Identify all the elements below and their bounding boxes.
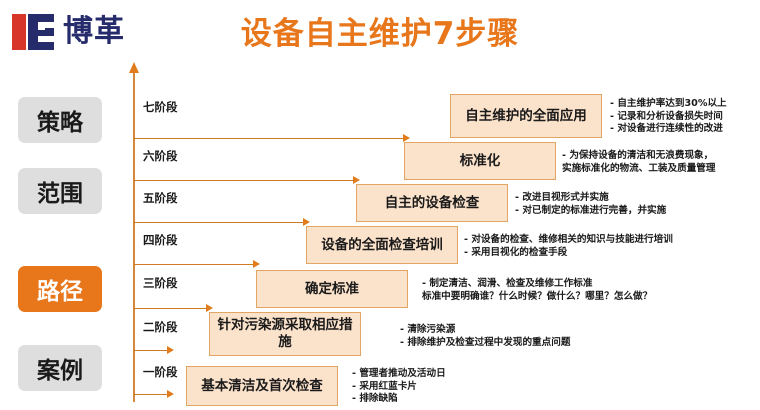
- logo-wordmark: 博革: [63, 14, 125, 49]
- boge-logo: 博革: [8, 10, 158, 54]
- stage-rung-4: [133, 264, 255, 265]
- step-note-5-1: - 改进目视形式并实施: [515, 192, 609, 203]
- stage-rung-arrow-7: [403, 133, 410, 142]
- step-box-1[interactable]: 基本清洁及首次检查: [186, 366, 338, 406]
- sidebar-item-label: 策略: [37, 110, 83, 136]
- step-title-6: 标准化: [459, 152, 501, 169]
- stage-label-5: 五阶段: [143, 191, 178, 205]
- step-title-4: 设备的全面检查培训: [321, 236, 443, 253]
- step-note-5-2: - 对已制定的标准进行完善，并实施: [515, 204, 667, 216]
- step-note-4-2: - 采用目视化的检查手段: [464, 246, 568, 258]
- step-note-2-2: - 排除维护及检查过程中发现的重点问题: [400, 336, 571, 348]
- step-title-2: 针对污染源采取相应措施: [217, 317, 353, 350]
- sidebar-item-scope[interactable]: 范围: [18, 168, 102, 214]
- stage-label-1: 一阶段: [143, 365, 178, 379]
- step-title-3: 确定标准: [305, 280, 359, 297]
- step-note-3-2: 标准中要明确谁？什么时候？做什么？哪里？怎么做？: [422, 290, 653, 302]
- stage-rung-arrow-5: [303, 217, 310, 226]
- step-title-7: 自主维护的全面应用: [465, 107, 587, 124]
- stage-rung-6: [133, 180, 355, 181]
- vertical-axis: [128, 62, 140, 402]
- step-box-2[interactable]: 针对污染源采取相应措施: [209, 312, 361, 356]
- step-notes-5: - 改进目视形式并实施 - 对已制定的标准进行完善，并实施: [515, 192, 666, 217]
- step-note-1-3: - 排除缺陷: [352, 393, 398, 405]
- step-box-7[interactable]: 自主维护的全面应用: [450, 94, 602, 138]
- page-title: 设备自主维护7步骤: [240, 16, 520, 52]
- step-note-6-1: - 为保持设备的清洁和无浪费现象，: [562, 150, 714, 161]
- step-notes-2: - 清除污染源 - 排除维护及检查过程中发现的重点问题: [400, 324, 570, 349]
- stage-label-2: 二阶段: [143, 320, 178, 334]
- step-box-5[interactable]: 自主的设备检查: [356, 184, 508, 222]
- step-box-3[interactable]: 确定标准: [256, 270, 408, 308]
- step-note-2-1: - 清除污染源: [400, 324, 456, 335]
- step-note-7-2: - 记录和分析设备损失时间: [610, 110, 723, 122]
- step-notes-6: - 为保持设备的清洁和无浪费现象， 实施标准化的物流、工装及质量管理: [562, 150, 716, 175]
- stage-label-7: 七阶段: [143, 100, 178, 114]
- stage-rung-arrow-4: [253, 259, 260, 268]
- stage-rung-arrow-1: [167, 389, 174, 398]
- step-notes-7: - 自主维护率达到30%以上 - 记录和分析设备损失时间 - 对设备进行连续性的…: [610, 98, 727, 136]
- sidebar-item-case[interactable]: 案例: [18, 345, 102, 391]
- step-note-7-3: - 对设备进行连续性的改进: [610, 123, 723, 135]
- stage-rung-7: [133, 138, 405, 139]
- stage-rung-arrow-3: [206, 303, 213, 312]
- stage-label-4: 四阶段: [143, 233, 178, 247]
- step-note-1-2: - 采用红蓝卡片: [352, 380, 417, 392]
- stage-label-6: 六阶段: [143, 149, 178, 163]
- step-title-1: 基本清洁及首次检查: [201, 377, 323, 394]
- step-notes-1: - 管理者推动及活动日 - 采用红蓝卡片 - 排除缺陷: [352, 368, 446, 406]
- stage-rung-arrow-6: [353, 175, 360, 184]
- sidebar-item-strategy[interactable]: 策略: [18, 97, 102, 143]
- sidebar-item-label: 案例: [37, 358, 83, 384]
- step-box-6[interactable]: 标准化: [404, 142, 556, 180]
- sidebar-item-path[interactable]: 路径: [18, 266, 102, 312]
- step-note-7-1: - 自主维护率达到30%以上: [610, 98, 727, 109]
- stage-rung-2: [133, 350, 169, 351]
- step-note-6-2: 实施标准化的物流、工装及质量管理: [562, 162, 716, 174]
- step-notes-3: - 制定清洁、润滑、检查及维修工作标准 标准中要明确谁？什么时候？做什么？哪里？…: [422, 278, 652, 303]
- step-note-4-1: - 对设备的检查、维修相关的知识与技能进行培训: [464, 234, 673, 245]
- stage-rung-arrow-2: [167, 345, 174, 354]
- stage-label-3: 三阶段: [143, 276, 178, 290]
- step-title-5: 自主的设备检查: [384, 194, 480, 211]
- stage-rung-1: [133, 394, 169, 395]
- step-note-1-1: - 管理者推动及活动日: [352, 368, 446, 379]
- step-box-4[interactable]: 设备的全面检查培训: [306, 226, 458, 264]
- stage-rung-3: [133, 308, 208, 309]
- step-notes-4: - 对设备的检查、维修相关的知识与技能进行培训 - 采用目视化的检查手段: [464, 234, 673, 259]
- stage-rung-5: [133, 222, 305, 223]
- sidebar-item-label: 路径: [37, 279, 83, 305]
- sidebar-item-label: 范围: [37, 181, 83, 207]
- step-note-3-1: - 制定清洁、润滑、检查及维修工作标准: [422, 278, 593, 289]
